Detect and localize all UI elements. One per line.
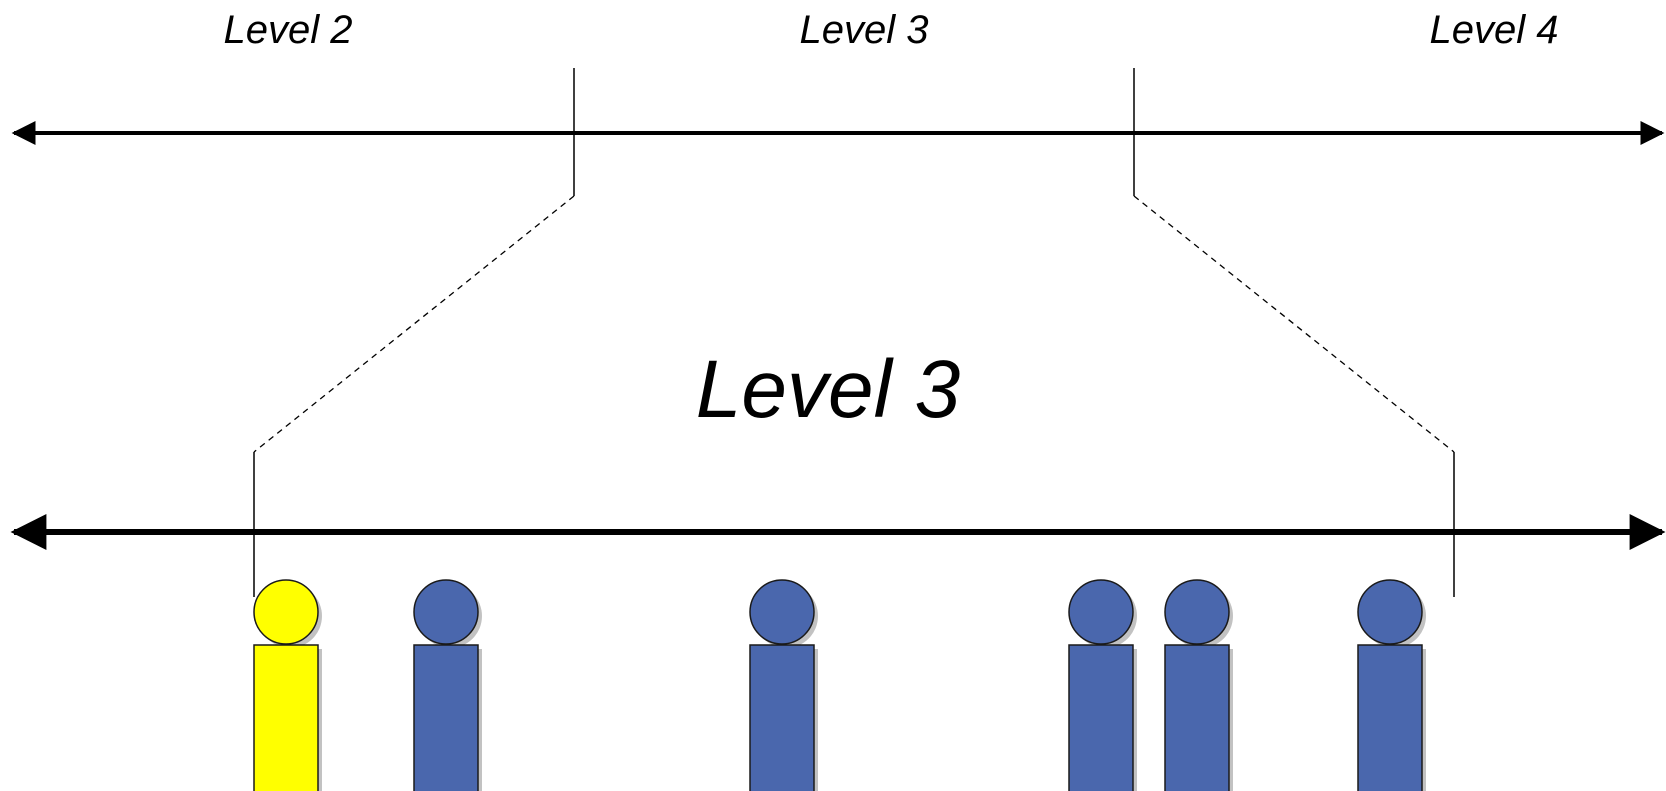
person-figures: [253, 579, 1426, 791]
person-figure-blue-3: [749, 579, 818, 791]
figure-head: [253, 579, 319, 645]
zoom-connector-left: [253, 195, 575, 453]
person-figure-blue-5: [1164, 579, 1233, 791]
person-figure-blue-6: [1357, 579, 1426, 791]
figure-head: [413, 579, 479, 645]
person-figure-blue-2: [413, 579, 482, 791]
zoom-level-title: Level 3: [696, 344, 960, 435]
figure-head: [1164, 579, 1230, 645]
figure-body: [253, 644, 319, 791]
figure-body: [413, 644, 479, 791]
figure-body: [1068, 644, 1134, 791]
figure-head: [749, 579, 815, 645]
top-level-2-label: Level 2: [224, 8, 353, 52]
top-level-3-label: Level 3: [800, 8, 929, 52]
person-figure-yellow-1: [253, 579, 322, 791]
zoom-connector-right: [1133, 195, 1455, 453]
figure-head: [1068, 579, 1134, 645]
figure-body: [1357, 644, 1423, 791]
person-figure-blue-4: [1068, 579, 1137, 791]
figure-head: [1357, 579, 1423, 645]
figure-body: [1164, 644, 1230, 791]
figure-body: [749, 644, 815, 791]
top-level-4-label: Level 4: [1430, 8, 1559, 52]
